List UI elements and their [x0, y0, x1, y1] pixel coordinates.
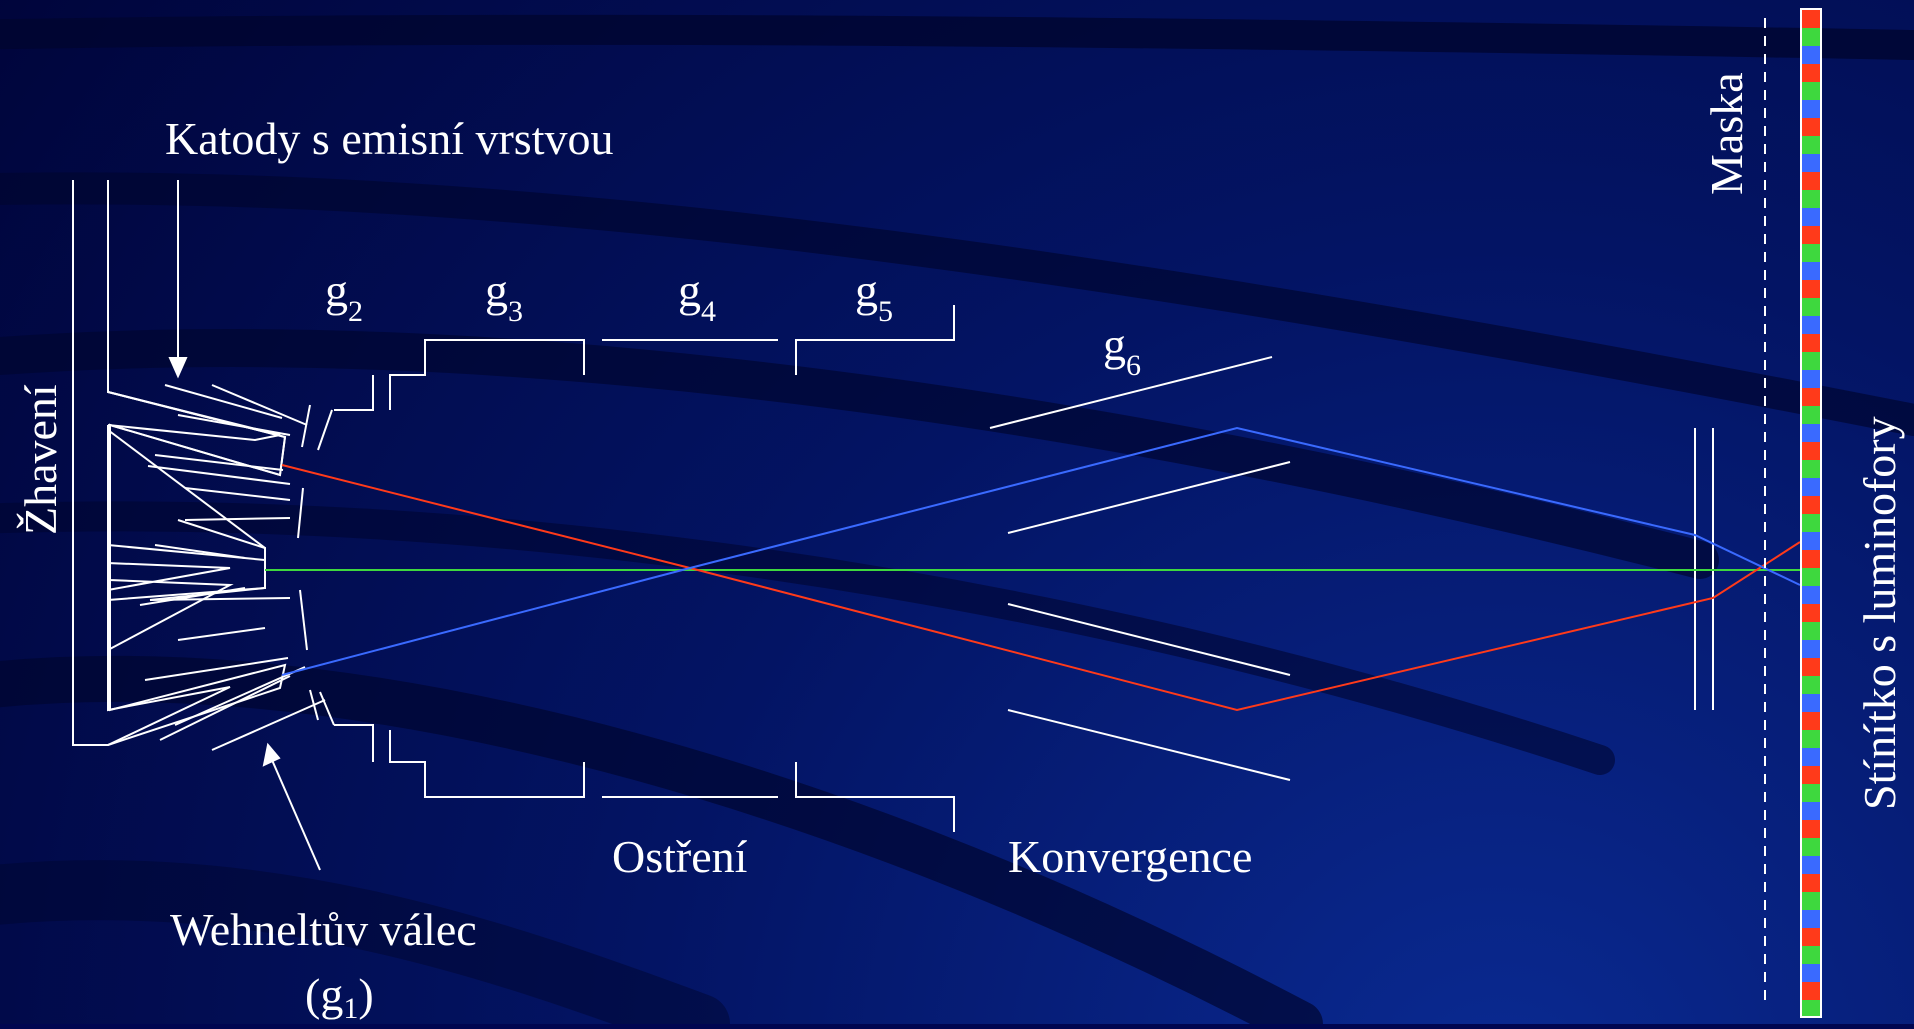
- phosphor-dot: [1802, 604, 1820, 622]
- phosphor-dot: [1802, 334, 1820, 352]
- phosphor-dot: [1802, 226, 1820, 244]
- phosphor-dot: [1802, 298, 1820, 316]
- phosphor-dot: [1802, 712, 1820, 730]
- phosphor-dot: [1802, 676, 1820, 694]
- wehnelt-fins: [144, 384, 326, 751]
- phosphor-dot: [1802, 208, 1820, 226]
- phosphor-dot: [1802, 154, 1820, 172]
- electron-beams: [265, 426, 1801, 712]
- phosphor-dot: [1802, 568, 1820, 586]
- phosphor-dot: [1802, 280, 1820, 298]
- phosphor-dot: [1802, 892, 1820, 910]
- phosphor-dot: [1802, 622, 1820, 640]
- phosphor-dot: [1802, 388, 1820, 406]
- phosphor-dot: [1802, 64, 1820, 82]
- phosphor-dot: [1802, 424, 1820, 442]
- phosphor-dot: [1802, 244, 1820, 262]
- label-g1: (g1): [305, 969, 374, 1024]
- phosphor-dot: [1802, 190, 1820, 208]
- grid-plates: [297, 305, 1714, 832]
- beam-red: [281, 464, 1801, 712]
- label-g6: g6: [1103, 319, 1141, 382]
- phosphor-dot: [1802, 982, 1820, 1000]
- phosphor-screen: [1800, 8, 1822, 1018]
- phosphor-dot: [1802, 460, 1820, 478]
- phosphor-dot: [1802, 370, 1820, 388]
- label-heating: Žhavení: [15, 384, 66, 535]
- phosphor-dot: [1802, 118, 1820, 136]
- phosphor-dot: [1802, 496, 1820, 514]
- label-screen: Stínítko s luminofory: [1854, 416, 1905, 810]
- phosphor-dot: [1802, 748, 1820, 766]
- phosphor-dot: [1802, 82, 1820, 100]
- phosphor-dot: [1802, 964, 1820, 982]
- phosphor-dot: [1802, 10, 1820, 28]
- phosphor-dot: [1802, 46, 1820, 64]
- label-g2: g2: [325, 265, 363, 328]
- phosphor-dot: [1802, 928, 1820, 946]
- phosphor-dot: [1802, 1000, 1820, 1016]
- phosphor-dot: [1802, 550, 1820, 568]
- phosphor-dot: [1802, 856, 1820, 874]
- phosphor-dot: [1802, 946, 1820, 964]
- label-focusing: Ostření: [612, 831, 748, 882]
- annotation-arrows: [168, 180, 321, 871]
- phosphor-dot: [1802, 874, 1820, 892]
- phosphor-dot: [1802, 766, 1820, 784]
- phosphor-dot: [1802, 730, 1820, 748]
- phosphor-dot: [1802, 442, 1820, 460]
- phosphor-dot: [1802, 694, 1820, 712]
- phosphor-dot: [1802, 838, 1820, 856]
- label-g4: g4: [678, 265, 716, 328]
- phosphor-dot: [1802, 136, 1820, 154]
- beam-blue: [281, 426, 1801, 676]
- phosphor-dot: [1802, 640, 1820, 658]
- phosphor-dot: [1802, 478, 1820, 496]
- phosphor-dot: [1802, 172, 1820, 190]
- label-g3: g3: [485, 265, 523, 328]
- phosphor-dot: [1802, 658, 1820, 676]
- phosphor-dot: [1802, 406, 1820, 424]
- label-convergence: Konvergence: [1008, 831, 1252, 882]
- phosphor-dot: [1802, 514, 1820, 532]
- phosphor-dot: [1802, 352, 1820, 370]
- label-wehnelt: Wehneltův válec: [170, 904, 477, 955]
- phosphor-dot: [1802, 100, 1820, 118]
- phosphor-dot: [1802, 910, 1820, 928]
- phosphor-dot: [1802, 316, 1820, 334]
- label-g5: g5: [855, 265, 893, 328]
- background-swooshes: [0, 14, 1914, 1029]
- phosphor-dot: [1802, 28, 1820, 46]
- label-cathodes: Katody s emisní vrstvou: [165, 113, 613, 164]
- phosphor-dot: [1802, 262, 1820, 280]
- phosphor-dot: [1802, 784, 1820, 802]
- phosphor-dot: [1802, 532, 1820, 550]
- phosphor-dot: [1802, 802, 1820, 820]
- phosphor-dot: [1802, 820, 1820, 838]
- label-mask: Maska: [1701, 72, 1752, 195]
- phosphor-dot: [1802, 586, 1820, 604]
